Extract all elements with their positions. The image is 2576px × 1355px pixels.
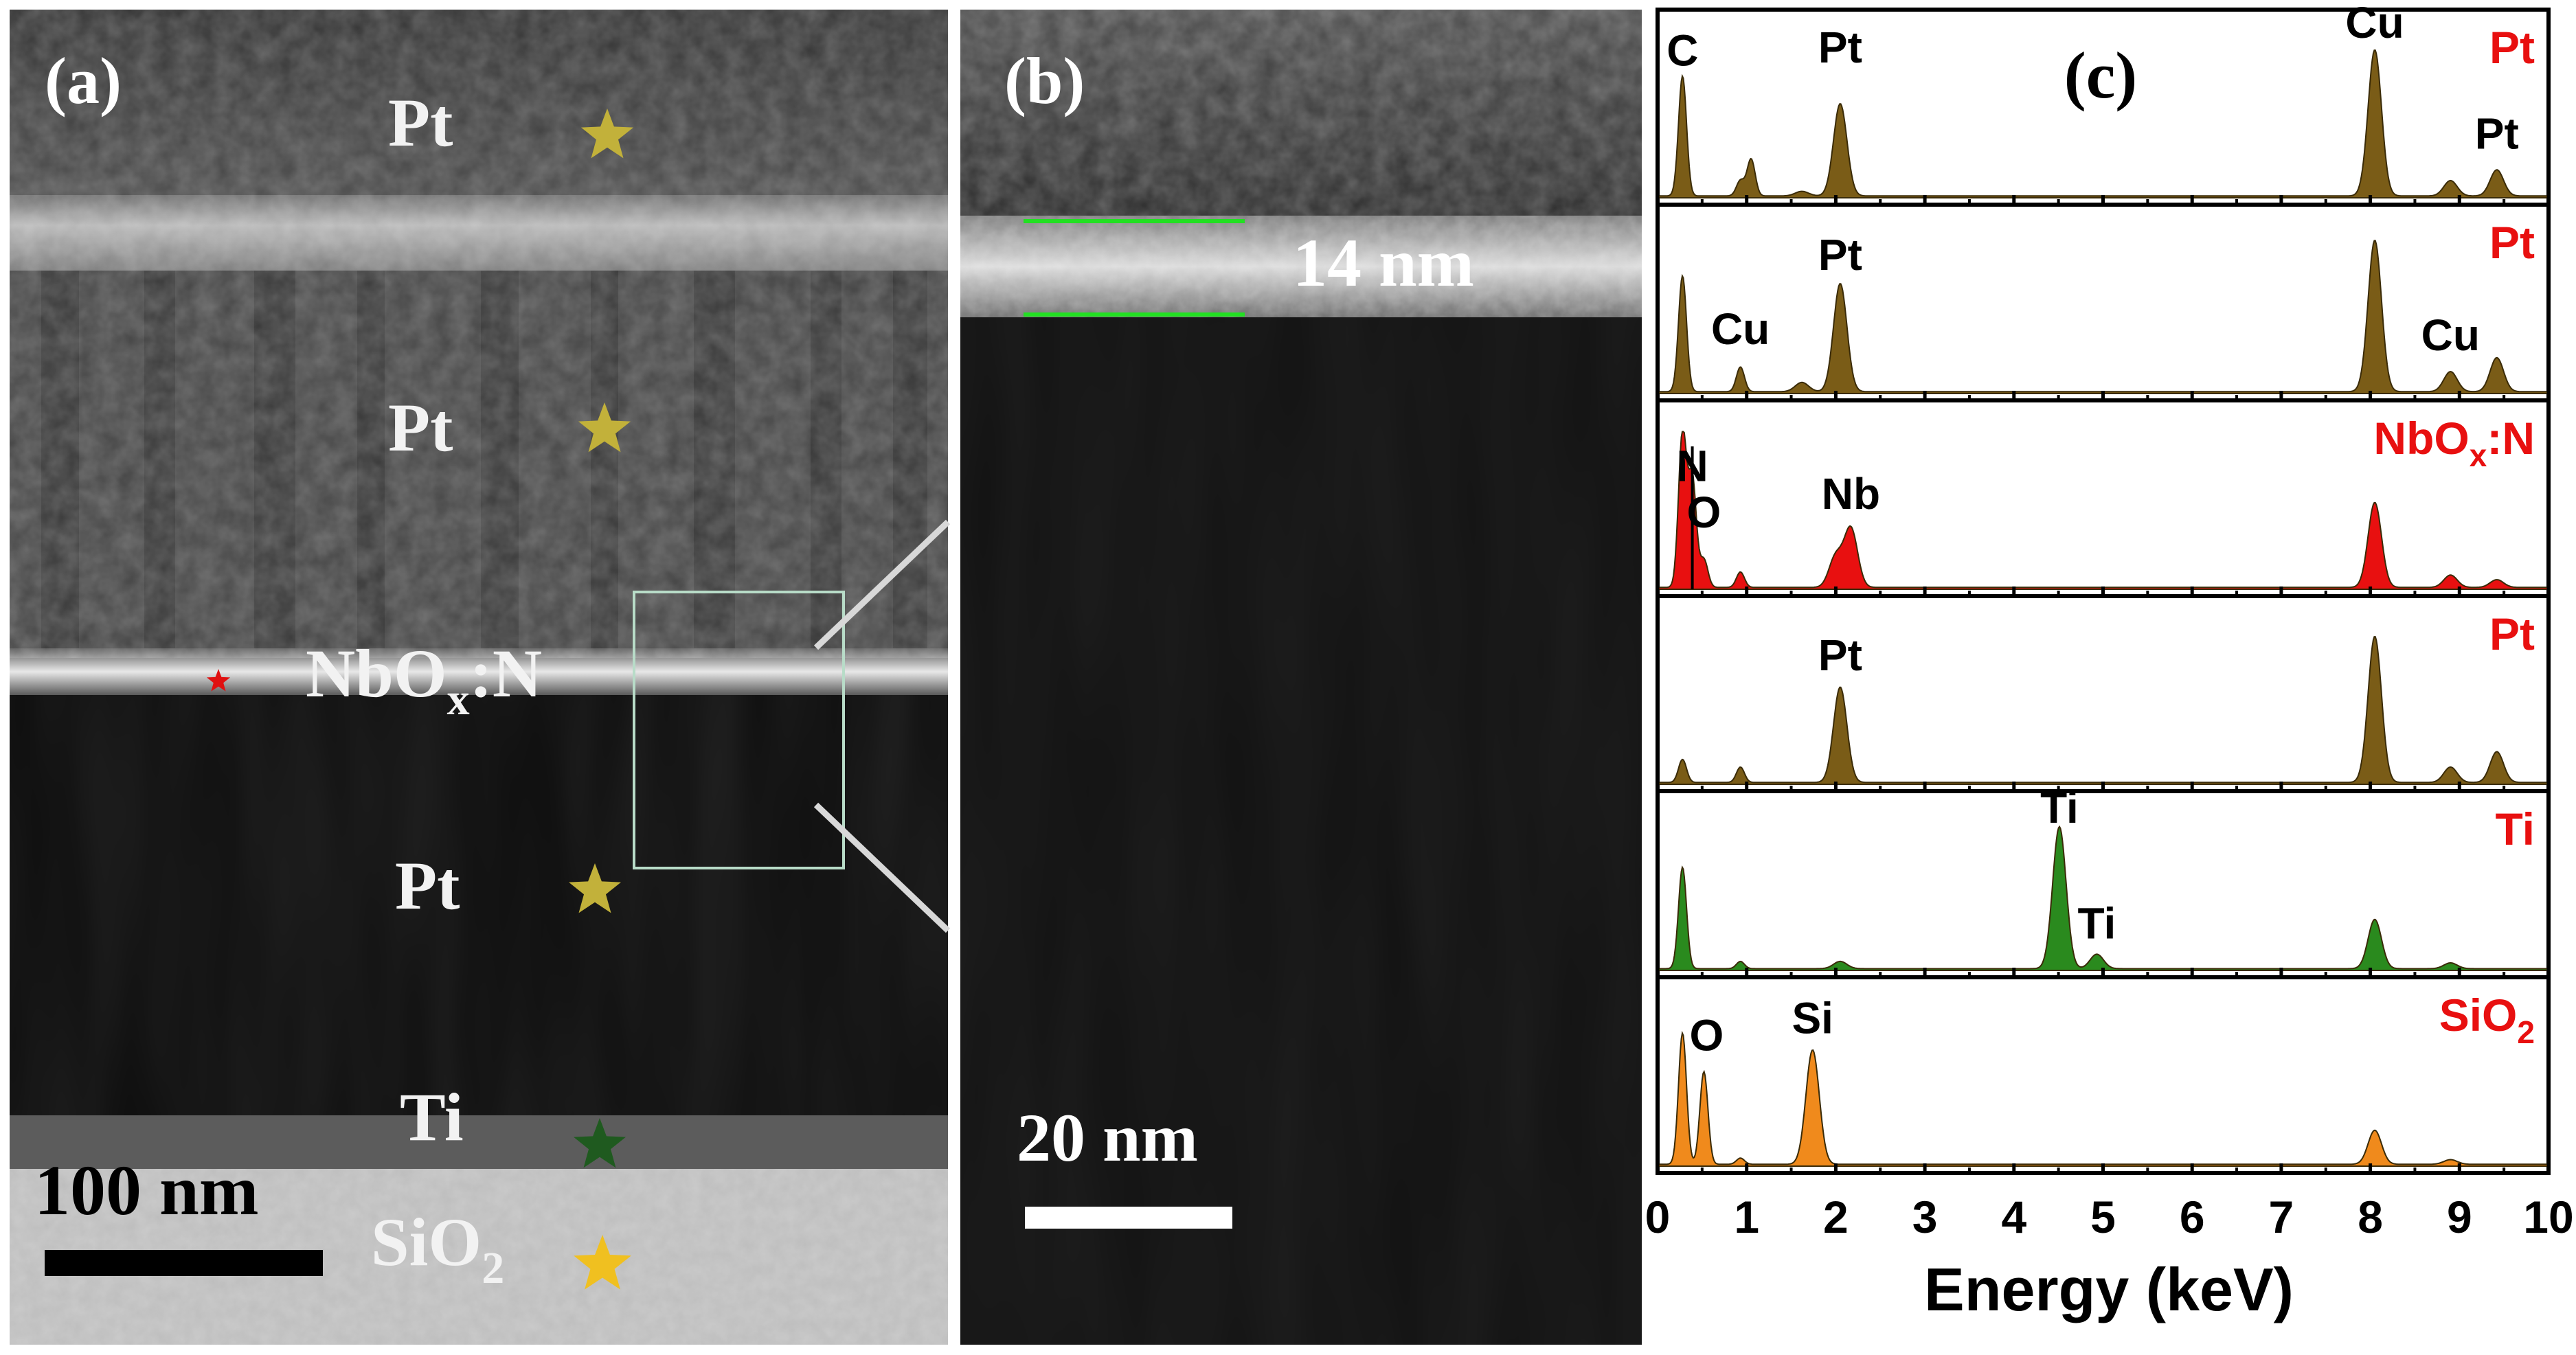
scale-bar-label-b: 20 nm [1017, 1100, 1198, 1176]
star-marker-icon [206, 669, 231, 692]
thickness-label: 14 nm [1293, 225, 1474, 301]
strip-layer-label: Pt [2489, 217, 2535, 268]
peak-label: Ti [2040, 783, 2079, 832]
strip-layer-label: NbOx:N [2373, 413, 2535, 473]
scale-bar-label-a: 100 nm [34, 1151, 258, 1230]
scale-bar-a [45, 1250, 323, 1276]
panel-a-label: (a) [45, 44, 122, 117]
layer-markers [206, 109, 633, 1290]
x-tick-label: 0 [1645, 1192, 1671, 1242]
star-marker-icon [574, 1118, 626, 1168]
star-marker-icon [574, 1235, 631, 1290]
strip-layer-label: Pt [2489, 608, 2535, 659]
x-tick-label: 1 [1734, 1192, 1759, 1242]
star-marker-icon [578, 402, 631, 453]
layer-label-pt-columnar: Pt [388, 389, 453, 466]
x-tick-label: 7 [2269, 1192, 2294, 1242]
strip-layer-label: Pt [2489, 22, 2535, 73]
zoom-connector-top [813, 519, 951, 650]
x-tick-label: 8 [2358, 1192, 2383, 1242]
peak-label: Pt [1818, 23, 1862, 72]
panel-a-tem-image [10, 10, 948, 1345]
x-tick-label: 10 [2523, 1192, 2573, 1242]
layer-label-pt-bottom: Pt [395, 847, 460, 924]
peak-label: Pt [1818, 230, 1862, 280]
peak-label: Cu [2345, 0, 2404, 47]
peak-label: C [1667, 25, 1698, 75]
layer-label-nbox-n: NbOx:N [306, 635, 542, 725]
spectrum-area [1657, 825, 2549, 971]
panel-b-annotations: (b) 14 nm 20 nm [1004, 44, 1474, 1229]
spectrum-strip: Pt Pt [1656, 594, 2551, 793]
x-tick-label: 6 [2180, 1192, 2205, 1242]
layer-label-pt-top: Pt [388, 84, 453, 161]
zoom-connector-bottom [813, 802, 951, 933]
layer-label-ti: Ti [400, 1079, 464, 1155]
peak-label: Cu [2421, 310, 2480, 360]
peak-label: Pt [2475, 109, 2519, 158]
strip-layer-label: SiO2 [2439, 990, 2535, 1050]
peak-label: Nb [1822, 469, 1880, 519]
zoom-region-box [633, 591, 845, 869]
panel-b-tem-image [960, 10, 1642, 1345]
x-tick-label: 2 [1823, 1192, 1849, 1242]
x-axis-title: Energy (keV) [1924, 1255, 2294, 1323]
layer-label-sio2: SiO2 [371, 1204, 504, 1293]
star-marker-icon [581, 109, 633, 159]
x-axis: 0 1 2 3 4 5 6 7 8 9 10 [1645, 1192, 2574, 1242]
x-tick-label: 4 [2001, 1192, 2026, 1242]
strip-layer-label: Ti [2496, 804, 2535, 854]
peak-label: O [1689, 1010, 1724, 1060]
peak-label: Cu [1711, 304, 1770, 354]
x-tick-label: 9 [2447, 1192, 2472, 1242]
spectrum-strip: O Si SiO2 [1656, 975, 2551, 1175]
peak-label: Pt [1818, 630, 1862, 680]
peak-label: Ti [2078, 899, 2116, 948]
peak-label: Si [1792, 994, 1833, 1043]
x-tick-label: 3 [1912, 1192, 1938, 1242]
panel-a-annotations: (a) Pt Pt NbOx:N Pt Ti SiO2 100 nm [34, 44, 951, 1293]
panel-b-label: (b) [1004, 44, 1085, 117]
x-tick-label: 5 [2090, 1192, 2116, 1242]
star-marker-icon [569, 863, 621, 913]
panel-c-label: (c) [2064, 38, 2138, 112]
scale-bar-b [1025, 1207, 1232, 1229]
